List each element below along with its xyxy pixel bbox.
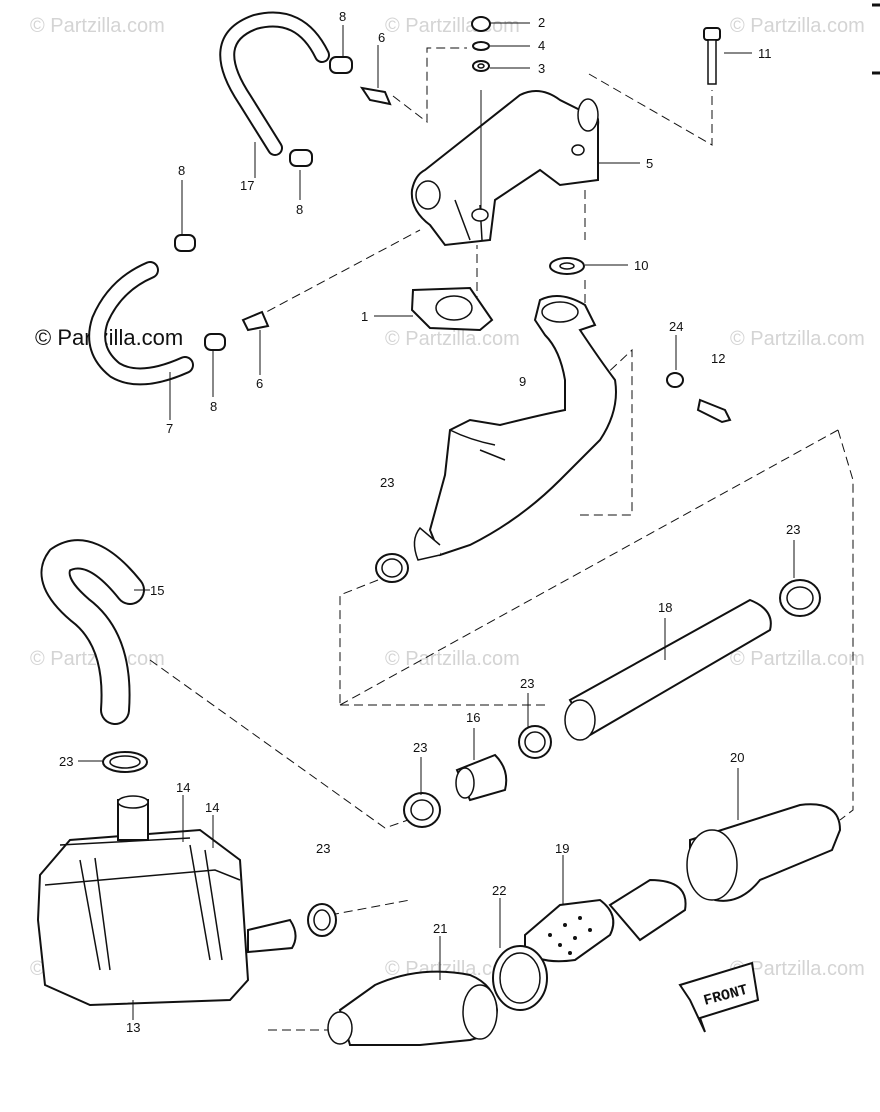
callout-12: 12 (711, 351, 725, 366)
clamp-23-left (102, 751, 148, 773)
clamp-23-middle (518, 725, 552, 759)
watermark-text: © Partzilla.com (385, 648, 520, 670)
watermark-text: © Partzilla.com (30, 15, 165, 37)
bent-pipe-15 (40, 539, 145, 725)
assembly-lines (149, 47, 854, 1031)
callout-8: 8 (178, 163, 185, 178)
callout-15: 15 (150, 583, 164, 598)
washer-24 (666, 372, 684, 388)
clamp-23-chamber (375, 553, 409, 583)
perforated-insert-19 (524, 898, 615, 963)
upper-hose (219, 11, 330, 156)
bolt-11 (703, 27, 721, 85)
leader-lines (78, 22, 795, 1020)
callout-8: 8 (339, 9, 346, 24)
hose-clamps-8 (174, 56, 353, 351)
callout-16: 16 (466, 710, 480, 725)
gasket-1 (410, 286, 494, 332)
callout-23: 23 (786, 522, 800, 537)
callout-14: 14 (176, 780, 190, 795)
callout-4: 4 (538, 38, 545, 53)
callout-10: 10 (634, 258, 648, 273)
bolt-12 (696, 398, 732, 424)
watermark-text: © Partzilla.com (730, 648, 865, 670)
callout-6: 6 (256, 376, 263, 391)
elbow-21 (327, 970, 499, 1046)
watermark-text: © Partzilla.com (385, 15, 520, 37)
coupler-16 (455, 753, 508, 802)
callout-20: 20 (730, 750, 744, 765)
lower-hose (88, 261, 194, 386)
callout-9: 9 (519, 374, 526, 389)
watermark-text: © Partzilla.com (385, 328, 520, 350)
front-arrow-icon: FRONT (678, 961, 760, 1033)
clamp-22 (492, 945, 548, 1011)
watermark-main: © Partzilla.com (35, 325, 183, 350)
callout-13: 13 (126, 1020, 140, 1035)
callout-17: 17 (240, 178, 254, 193)
clamp-23-top-right (779, 579, 821, 617)
callout-23: 23 (520, 676, 534, 691)
callout-23: 23 (59, 754, 73, 769)
callout-numbers: 2 4 3 11 5 10 1 8 6 17 8 8 6 8 7 9 24 12… (59, 9, 800, 1035)
callout-19: 19 (555, 841, 569, 856)
clamp-23-lower (403, 792, 441, 828)
silencer-20 (608, 803, 842, 942)
callout-2: 2 (538, 15, 545, 30)
watermark-text: © Partzilla.com (730, 15, 865, 37)
callout-18: 18 (658, 600, 672, 615)
exhaust-manifold (410, 90, 600, 247)
page-edge-marks (872, 3, 880, 75)
callout-24: 24 (669, 319, 683, 334)
callout-5: 5 (646, 156, 653, 171)
callout-23: 23 (316, 841, 330, 856)
washer-10 (549, 257, 585, 275)
callout-14: 14 (205, 800, 219, 815)
tube-18 (564, 598, 772, 741)
callout-3: 3 (538, 61, 545, 76)
callout-8: 8 (296, 202, 303, 217)
callout-8: 8 (210, 399, 217, 414)
callout-23: 23 (413, 740, 427, 755)
callout-7: 7 (166, 421, 173, 436)
fittings-6 (241, 86, 392, 332)
callout-11: 11 (758, 46, 772, 61)
washer-stack (471, 16, 491, 210)
callout-1: 1 (361, 309, 368, 324)
watermark-text: © Partzilla.com (730, 328, 865, 350)
callout-22: 22 (492, 883, 506, 898)
callout-6: 6 (378, 30, 385, 45)
watermark-text: © Partzilla.com (730, 958, 865, 980)
clamp-23-muffler (307, 903, 337, 937)
muffler-13 (36, 795, 297, 1007)
callout-21: 21 (433, 921, 447, 936)
callout-23: 23 (380, 475, 394, 490)
expansion-chamber-9 (413, 295, 617, 561)
